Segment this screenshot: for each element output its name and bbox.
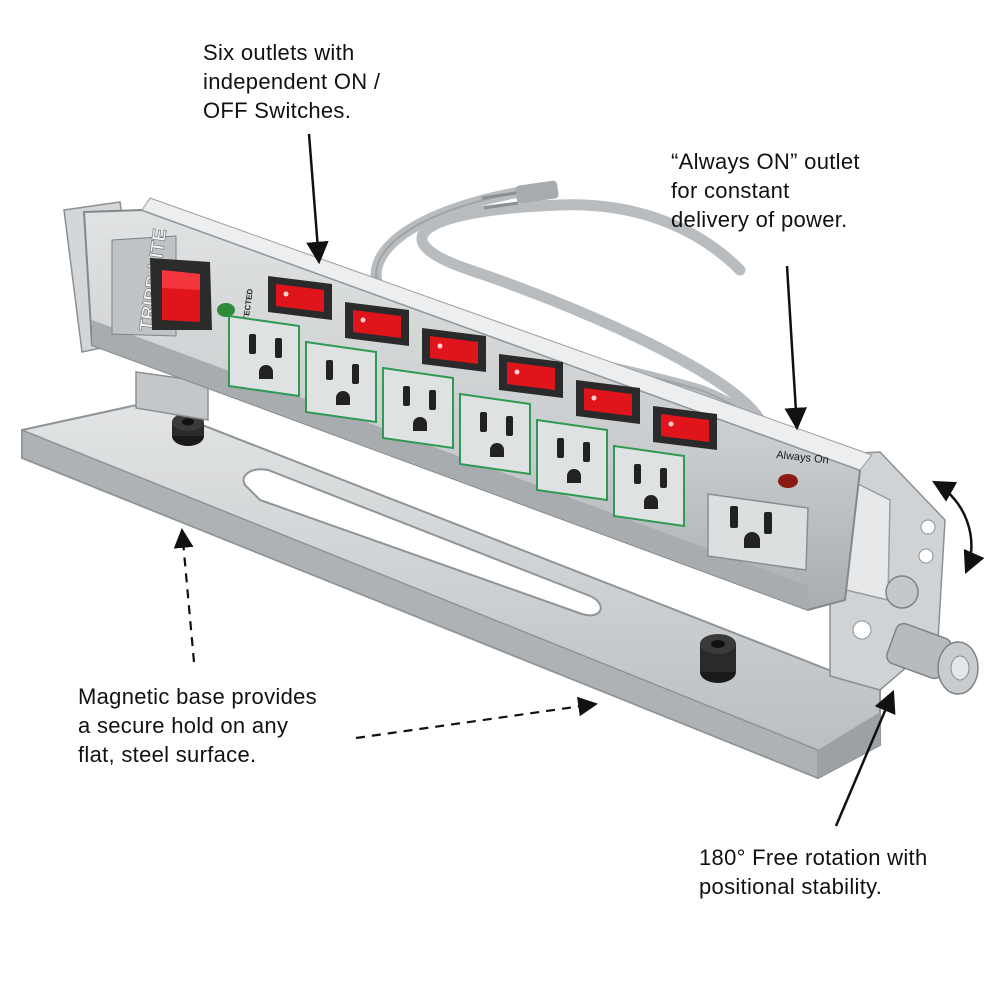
outlet-switch-2[interactable] [345,302,409,346]
callout-always-on-line-2: for constant [671,178,790,203]
callout-switches-line-1: Six outlets with [203,40,355,65]
outlet-switch-1[interactable] [268,276,332,320]
outlet-switch-4[interactable] [499,354,563,398]
outlet-6[interactable] [613,444,685,528]
switched-outlets [228,276,717,528]
always-on-outlet[interactable] [707,493,809,571]
outlet-1[interactable] [228,314,300,398]
arrow-magnet-up [173,528,196,663]
callout-switches-line-3: OFF Switches. [203,98,352,123]
callout-magnetic-base: Magnetic base provides a secure hold on … [78,682,317,769]
callout-switches-line-2: independent ON / [203,69,381,94]
callout-magnetic-base-line-1: Magnetic base provides [78,684,317,709]
rotation-knob [885,575,979,695]
always-on-label: Always On [776,449,830,466]
outlet-5[interactable] [536,418,608,502]
always-on-led [778,474,798,488]
callout-rotation: 180° Free rotation with positional stabi… [699,843,927,901]
outlet-4[interactable] [459,392,531,476]
rotation-arrow [932,480,985,575]
callout-rotation-line-2: positional stability. [699,874,883,899]
callout-always-on: “Always ON” outlet for constant delivery… [671,147,860,234]
outlet-switch-3[interactable] [422,328,486,372]
protected-led [217,303,235,317]
outlet-3[interactable] [382,366,454,450]
callout-always-on-line-3: delivery of power. [671,207,848,232]
callout-rotation-line-1: 180° Free rotation with [699,845,928,870]
arrow-rotation [834,689,896,827]
callout-always-on-line-1: “Always ON” outlet [671,149,860,174]
arrow-always-on [784,265,807,431]
power-strip-body: TRIPP·LITE PROTECTED Always On [82,197,873,612]
arrow-magnet-right [355,696,598,740]
magnetic-base [21,384,881,780]
callout-magnetic-base-line-2: a secure hold on any [78,713,289,738]
callout-magnetic-base-line-3: flat, steel surface. [78,742,257,767]
callout-switches: Six outlets with independent ON / OFF Sw… [203,38,380,125]
arrow-switches [306,133,329,265]
outlet-switch-6[interactable] [653,406,717,450]
outlet-2[interactable] [305,340,377,424]
always-on-section: Always On [707,449,830,571]
outlet-switch-5[interactable] [576,380,640,424]
master-switch[interactable] [150,258,212,330]
